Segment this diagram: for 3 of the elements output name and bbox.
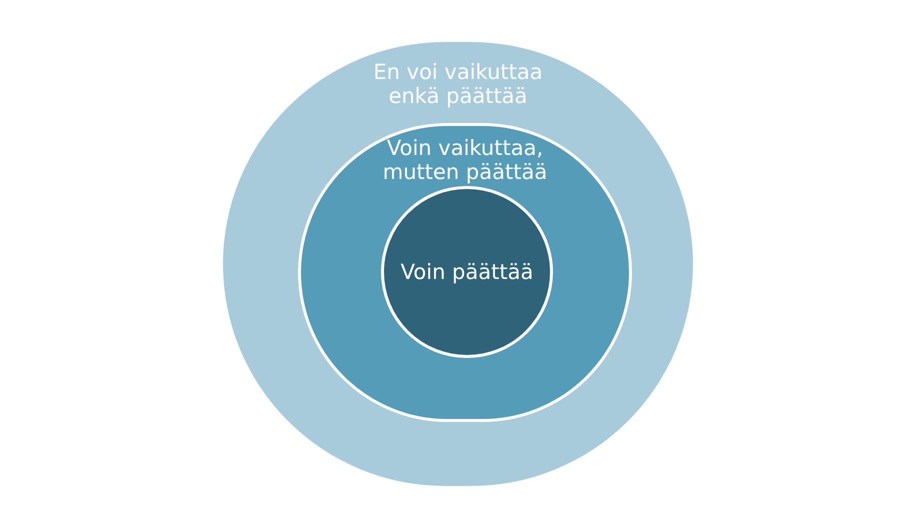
circle-label: Voin vaikuttaa, mutten päättää <box>382 136 548 184</box>
circle-label: En voi vaikuttaa enkä päättää <box>372 60 544 108</box>
circle-label: Voin päättää <box>400 260 534 284</box>
